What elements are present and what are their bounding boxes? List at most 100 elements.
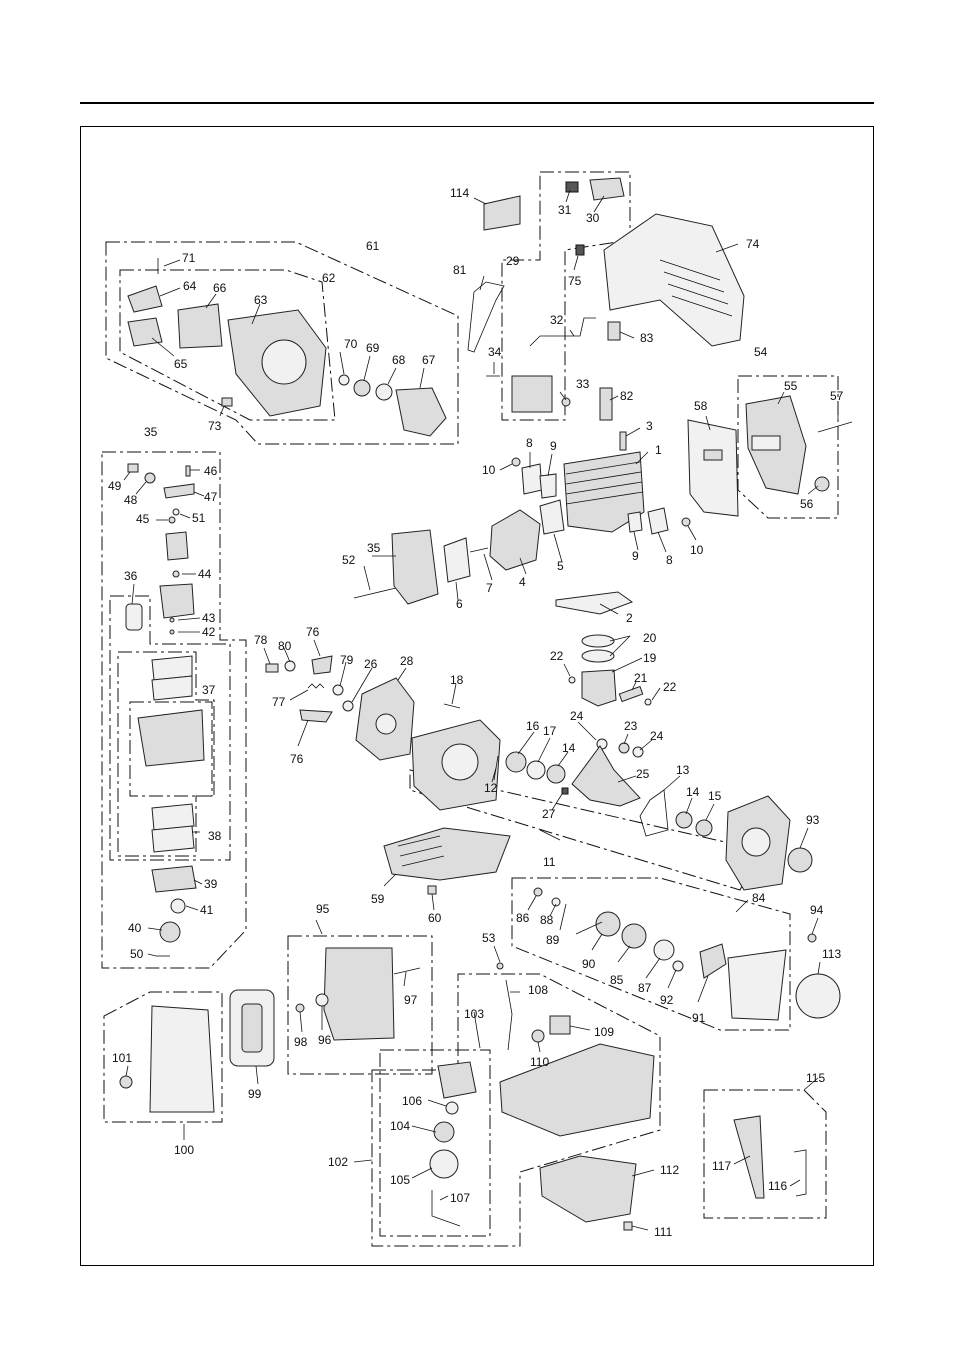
callout-99: 99	[248, 1087, 262, 1101]
callout-57: 57	[830, 389, 844, 403]
callout-64: 64	[183, 279, 197, 293]
crankcase-right-bore	[741, 827, 771, 857]
callout-103: 103	[464, 1007, 484, 1021]
callout-19: 19	[643, 651, 657, 665]
clutch-shoe-76-bottom	[299, 709, 333, 723]
group-11-outline	[409, 769, 761, 891]
fuel-cap	[437, 1061, 477, 1099]
callout-49: 49	[108, 479, 122, 493]
callout-111: 111	[654, 1225, 673, 1239]
group-outlines	[101, 171, 839, 1247]
callout-23: 23	[624, 719, 638, 733]
piston-ring-20-b	[581, 649, 615, 663]
callout-35-kit: 35	[144, 425, 158, 439]
callout-74: 74	[746, 237, 760, 251]
callout-47: 47	[204, 490, 218, 504]
callout-89: 89	[546, 933, 560, 947]
part-pump-body	[165, 531, 189, 561]
callout-66: 66	[213, 281, 227, 295]
piston-19	[581, 669, 617, 707]
insulator-4	[489, 509, 541, 571]
callout-44: 44	[198, 567, 212, 581]
cylinder-1	[563, 451, 645, 533]
bolt-60	[427, 885, 437, 895]
bolt-94	[807, 933, 817, 943]
muffler-55-plate	[751, 435, 781, 451]
lead-32	[529, 317, 596, 347]
group-29-outline	[501, 171, 631, 421]
callout-102: 102	[328, 1155, 348, 1169]
callout-12: 12	[484, 781, 498, 795]
part-47	[163, 483, 195, 499]
part-43	[169, 617, 175, 623]
callout-59: 59	[371, 892, 385, 906]
pulley-93	[787, 847, 813, 873]
box-wrench-117	[733, 1115, 765, 1199]
washer-80	[284, 660, 296, 672]
part-51	[172, 508, 180, 516]
cover-39	[151, 865, 197, 893]
group-37-outline	[117, 651, 215, 857]
carb-body	[159, 583, 195, 619]
callout-83: 83	[640, 331, 654, 345]
callout-51: 51	[192, 511, 206, 525]
part-40	[159, 921, 181, 943]
bolt-78	[265, 663, 279, 673]
wire-81	[467, 281, 505, 353]
callout-7: 7	[486, 581, 493, 595]
callout-22-right: 22	[663, 680, 677, 694]
callout-8-bottom: 8	[666, 553, 673, 567]
callout-62: 62	[322, 271, 336, 285]
primer-cap-30	[589, 177, 625, 201]
callout-55: 55	[784, 379, 798, 393]
group-54-outline	[737, 375, 839, 519]
part-49	[127, 463, 139, 473]
gasket-38-a	[151, 803, 195, 831]
callout-15: 15	[708, 789, 722, 803]
part-106	[445, 1101, 459, 1115]
callout-93: 93	[806, 813, 820, 827]
callout-32: 32	[550, 313, 564, 327]
gasket-38-b	[151, 825, 195, 853]
carburetor-35	[391, 529, 439, 605]
crankcase-left-bore	[441, 743, 479, 781]
bolt-10-left	[511, 457, 521, 467]
washer-79	[332, 684, 344, 696]
callout-27: 27	[542, 807, 556, 821]
clip-68	[375, 383, 393, 401]
clip-22-left	[568, 676, 576, 684]
part-53	[496, 962, 504, 970]
clamp-64	[127, 285, 163, 313]
callout-65: 65	[174, 357, 188, 371]
callout-98: 98	[294, 1035, 308, 1049]
group-35-outline	[101, 451, 247, 969]
callout-22-left: 22	[550, 649, 564, 663]
callout-33: 33	[576, 377, 590, 391]
strap-107	[431, 1190, 461, 1227]
callout-20: 20	[643, 631, 657, 645]
bolt-10-right	[681, 517, 691, 527]
callout-90: 90	[582, 957, 596, 971]
callout-100: 100	[174, 1143, 194, 1157]
nut-33	[561, 397, 571, 407]
lever-97	[393, 967, 421, 975]
callout-80: 80	[278, 639, 292, 653]
sleeve-66	[177, 303, 223, 349]
choke-96	[315, 993, 329, 1007]
callout-106: 106	[402, 1094, 422, 1108]
gasket-58-port	[703, 449, 723, 461]
key-27	[561, 787, 569, 795]
part-44	[172, 570, 180, 578]
gasket-58	[687, 419, 739, 517]
reel-85	[621, 923, 647, 949]
callout-10-left: 10	[482, 463, 496, 477]
callout-117: 117	[712, 1159, 731, 1173]
callout-110: 110	[530, 1055, 549, 1069]
piston-pin-21	[618, 685, 644, 703]
callout-5: 5	[557, 559, 564, 573]
filter-99-inner	[241, 1003, 263, 1053]
bearing-14-left	[546, 764, 566, 784]
callout-48: 48	[124, 493, 138, 507]
gasket-37-b	[151, 675, 193, 701]
